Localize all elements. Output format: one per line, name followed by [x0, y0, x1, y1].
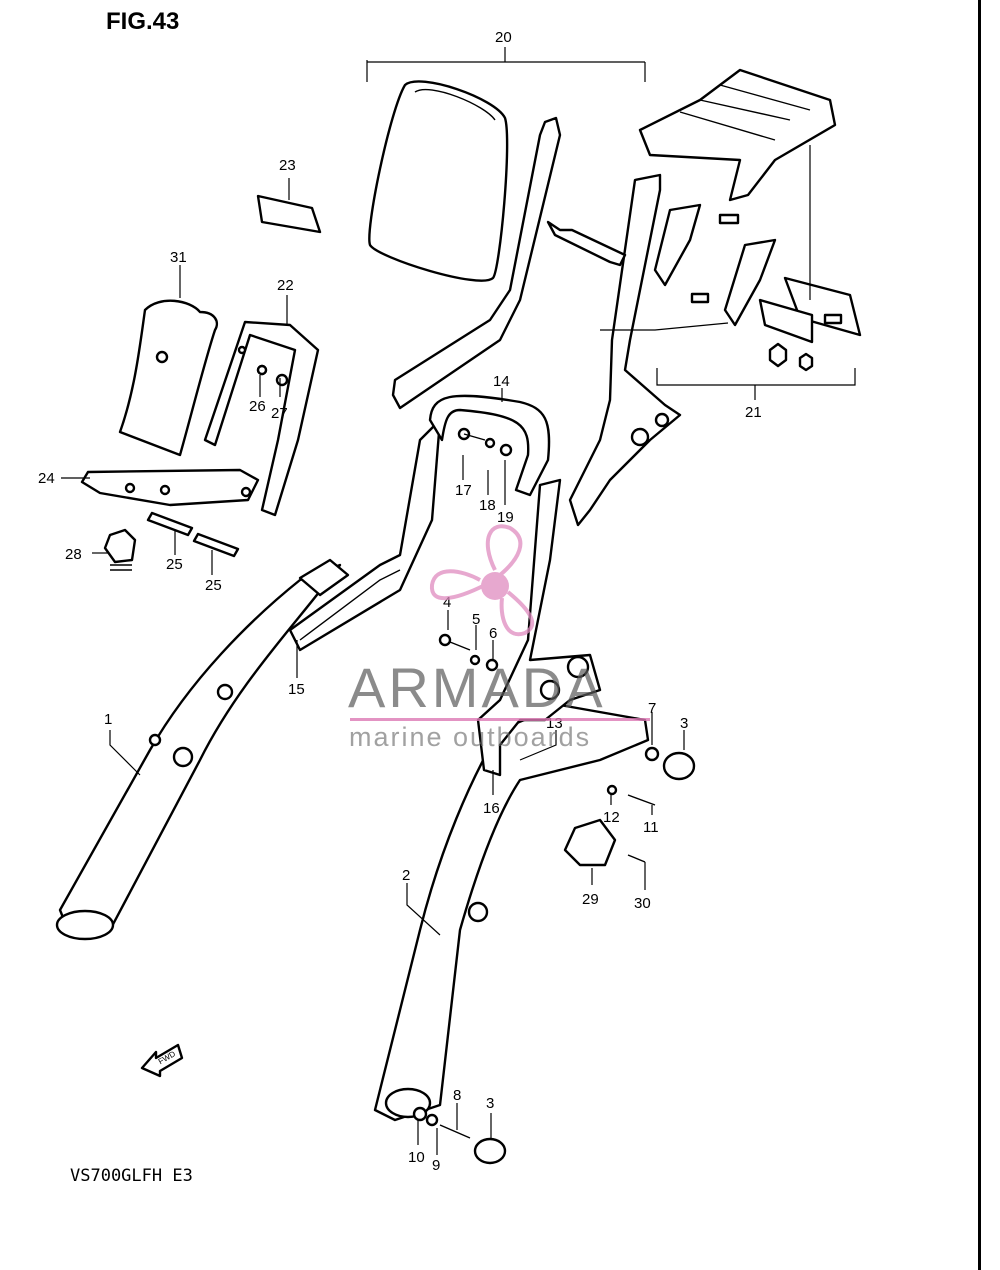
callout-labels: 1 2 3 3 4 5 6 7 8 9 10 11 12 13 14 15 16… — [38, 29, 762, 1174]
part-25-strips — [146, 511, 240, 558]
part-23-reflector — [256, 194, 322, 234]
callout-26: 26 — [249, 398, 266, 415]
figure-title: FIG.43 — [106, 8, 180, 35]
part-29-clamp — [563, 818, 617, 867]
callout-25: 25 — [166, 556, 183, 573]
part-20-backrest-support — [391, 116, 562, 410]
fwd-arrow-icon: FWD — [140, 1043, 184, 1078]
part-28-grommet — [103, 528, 137, 571]
callout-24: 24 — [38, 470, 55, 487]
callout-16: 16 — [483, 800, 500, 817]
callout-4: 4 — [443, 594, 451, 611]
part-1-left-arm — [55, 558, 350, 941]
callout-28: 28 — [65, 546, 82, 563]
part-22-bag — [203, 320, 320, 517]
callout-5: 5 — [472, 611, 480, 628]
callout-25: 25 — [205, 577, 222, 594]
callout-14: 14 — [493, 373, 510, 390]
part-15-bracket — [288, 418, 442, 652]
watermark-tagline: marine outboards — [349, 722, 592, 752]
callout-18: 18 — [479, 497, 496, 514]
callout-19: 19 — [497, 509, 514, 526]
part-20-backrest-pad — [368, 80, 509, 282]
callout-15: 15 — [288, 681, 305, 698]
callout-3: 3 — [486, 1095, 494, 1112]
model-code: VS700GLFH E3 — [70, 1166, 193, 1186]
callout-21: 21 — [745, 404, 762, 421]
part-14-handle — [428, 394, 551, 497]
propeller-icon — [429, 524, 535, 637]
page-border — [978, 0, 981, 1270]
part-24-tray — [80, 468, 260, 507]
callout-7: 7 — [648, 700, 656, 717]
callout-9: 9 — [432, 1157, 440, 1174]
callout-20: 20 — [495, 29, 512, 46]
callout-29: 29 — [582, 891, 599, 908]
callout-22: 22 — [277, 277, 294, 294]
watermark-divider — [350, 718, 650, 721]
part-20-sissy-bar — [546, 68, 837, 527]
part-3-cap-upper — [662, 751, 696, 781]
hardware-bolts — [256, 364, 660, 1139]
callout-8: 8 — [453, 1087, 461, 1104]
callout-2: 2 — [402, 867, 410, 884]
callout-3: 3 — [680, 715, 688, 732]
leader-lines — [61, 47, 856, 1155]
callout-17: 17 — [455, 482, 472, 499]
part-31-cover — [118, 299, 219, 457]
part-21-brackets — [653, 203, 862, 372]
callout-31: 31 — [170, 249, 187, 266]
part-3-cap-lower — [473, 1137, 507, 1165]
callout-23: 23 — [279, 157, 296, 174]
callout-10: 10 — [408, 1149, 425, 1166]
callout-12: 12 — [603, 809, 620, 826]
callout-1: 1 — [104, 711, 112, 728]
callout-30: 30 — [634, 895, 651, 912]
callout-6: 6 — [489, 625, 497, 642]
callout-27: 27 — [271, 405, 288, 422]
watermark-brand: ARMADA — [348, 656, 606, 719]
callout-11: 11 — [643, 819, 659, 836]
